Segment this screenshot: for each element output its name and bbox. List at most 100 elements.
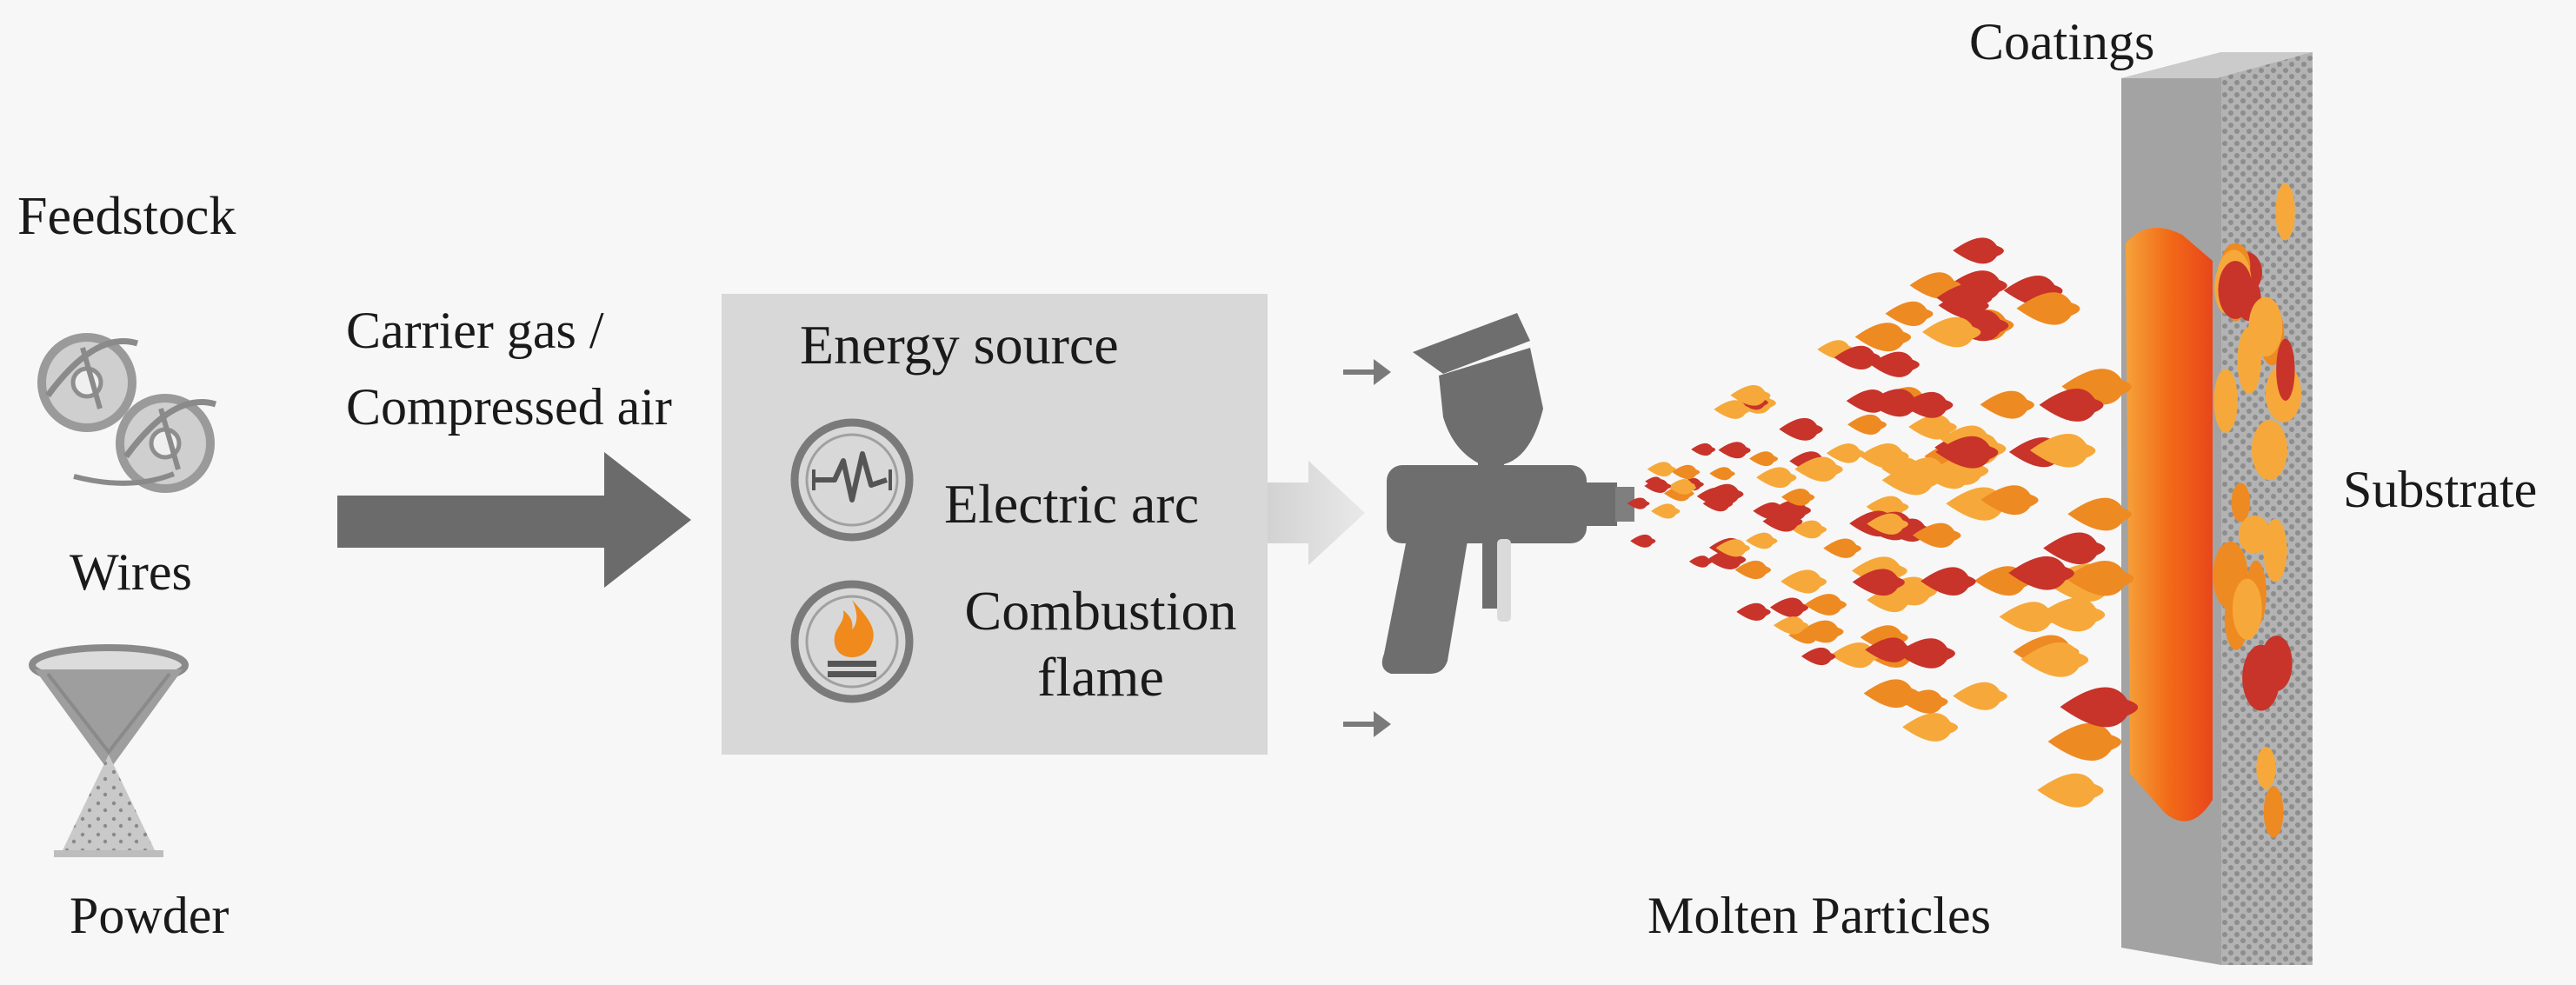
molten-particle bbox=[1847, 414, 1887, 435]
molten-particle bbox=[1804, 594, 1847, 616]
molten-particle bbox=[2039, 389, 2104, 422]
wire-spool-icon bbox=[37, 333, 217, 493]
molten-particle bbox=[1718, 442, 1751, 459]
molten-particle bbox=[1736, 602, 1771, 621]
spray-gun-icon bbox=[1381, 313, 1634, 674]
carrier-gas-line1: Carrier gas / bbox=[346, 302, 604, 359]
molten-particle bbox=[2065, 561, 2134, 596]
molten-particle bbox=[1823, 538, 1861, 558]
molten-particle bbox=[1896, 638, 1955, 669]
impact-splat bbox=[2231, 483, 2251, 522]
molten-particle-spray bbox=[1627, 183, 2302, 838]
molten-particle bbox=[2020, 642, 2089, 677]
molten-particle bbox=[1745, 532, 1778, 549]
molten-particle bbox=[1834, 345, 1880, 370]
molten-particle bbox=[1756, 467, 1797, 489]
molten-particle bbox=[1869, 351, 1920, 377]
feedstock-heading: Feedstock bbox=[17, 187, 236, 246]
molten-particle bbox=[1867, 389, 1922, 417]
combustion-flame-icon bbox=[790, 580, 914, 703]
molten-particle bbox=[1852, 569, 1905, 596]
molten-particle bbox=[1769, 597, 1809, 618]
molten-particle bbox=[1953, 237, 2004, 264]
carrier-gas-line2: Compressed air bbox=[346, 378, 672, 436]
impact-splat bbox=[2248, 296, 2283, 357]
molten-particle bbox=[1691, 443, 1716, 456]
impact-splat bbox=[2213, 369, 2238, 433]
molten-particle bbox=[2067, 497, 2132, 531]
powder-hopper-icon bbox=[29, 644, 189, 857]
molten-particle bbox=[2008, 556, 2074, 590]
electric-arc-label: Electric arc bbox=[944, 473, 1200, 535]
molten-particle bbox=[1647, 462, 1676, 477]
molten-particle bbox=[1912, 522, 1961, 549]
molten-particle bbox=[1801, 647, 1836, 666]
molten-particle bbox=[1645, 476, 1664, 487]
carrier-gas-label: Carrier gas / Compressed air bbox=[346, 292, 672, 445]
molten-particle bbox=[1885, 301, 1934, 326]
molten-particle bbox=[1781, 489, 1815, 506]
coatings-label: Coatings bbox=[1969, 13, 2155, 70]
molten-particle bbox=[1672, 464, 1701, 480]
combustion-flame-label: Combustion flame bbox=[964, 580, 1237, 708]
electric-arc-icon bbox=[790, 418, 914, 542]
substrate-label: Substrate bbox=[2343, 461, 2538, 518]
molten-particle bbox=[1901, 689, 1948, 714]
molten-particle bbox=[1730, 385, 1771, 406]
molten-particle bbox=[1627, 497, 1650, 509]
molten-particle bbox=[1791, 520, 1827, 539]
molten-particle bbox=[1630, 534, 1656, 548]
molten-particle bbox=[1794, 456, 1843, 482]
molten-particle bbox=[2047, 722, 2122, 761]
molten-particle bbox=[1773, 616, 1809, 635]
small-arrow-bottom bbox=[1343, 711, 1391, 737]
molten-particle bbox=[1669, 478, 1695, 492]
molten-particle bbox=[2043, 532, 2106, 565]
impact-splat bbox=[2275, 183, 2295, 241]
small-arrow-top bbox=[1343, 359, 1391, 385]
molten-particle bbox=[1980, 485, 2039, 516]
powder-label: Powder bbox=[70, 887, 230, 944]
molten-particle bbox=[1781, 569, 1827, 594]
molten-particle bbox=[1762, 511, 1803, 532]
molten-particle bbox=[2037, 773, 2104, 808]
molten-particle bbox=[1748, 451, 1779, 467]
molten-particle bbox=[1800, 620, 1844, 643]
molten-particle bbox=[1935, 436, 1999, 469]
impact-splat bbox=[2251, 420, 2287, 481]
molten-particle bbox=[1881, 465, 1940, 496]
carrier-gas-arrow bbox=[337, 452, 691, 588]
molten-particles-label: Molten Particles bbox=[1647, 887, 1991, 944]
molten-particle bbox=[1826, 443, 1865, 463]
molten-particle bbox=[1779, 417, 1823, 441]
molten-particle bbox=[1688, 556, 1713, 568]
molten-particle bbox=[2029, 433, 2096, 468]
impact-splat bbox=[2238, 516, 2271, 554]
impact-splat bbox=[2276, 338, 2295, 401]
molten-particle bbox=[1651, 503, 1681, 519]
molten-particle bbox=[1854, 323, 1912, 352]
molten-particle bbox=[1920, 567, 1976, 596]
molten-particle bbox=[2016, 292, 2080, 325]
coating-layer bbox=[2126, 228, 2213, 822]
molten-particle bbox=[1953, 682, 2007, 710]
molten-particle bbox=[1715, 539, 1750, 557]
molten-particle bbox=[1921, 316, 1981, 348]
molten-particle bbox=[1938, 292, 1989, 319]
molten-particle bbox=[2039, 597, 2106, 632]
impact-splat bbox=[2263, 786, 2284, 838]
molten-particle bbox=[1908, 415, 1957, 440]
impact-splat bbox=[2232, 578, 2262, 640]
molten-particle bbox=[1709, 467, 1735, 481]
molten-particle bbox=[1734, 560, 1772, 580]
molten-particle bbox=[1859, 443, 1909, 469]
molten-particle bbox=[1980, 390, 2034, 419]
molten-particle bbox=[1902, 713, 1959, 742]
molten-particle bbox=[2060, 687, 2139, 728]
energy-beam bbox=[1268, 461, 1365, 565]
molten-particle bbox=[1865, 637, 1914, 662]
molten-particle bbox=[1696, 487, 1733, 506]
molten-particle bbox=[1867, 513, 1909, 535]
wires-label: Wires bbox=[70, 543, 192, 601]
